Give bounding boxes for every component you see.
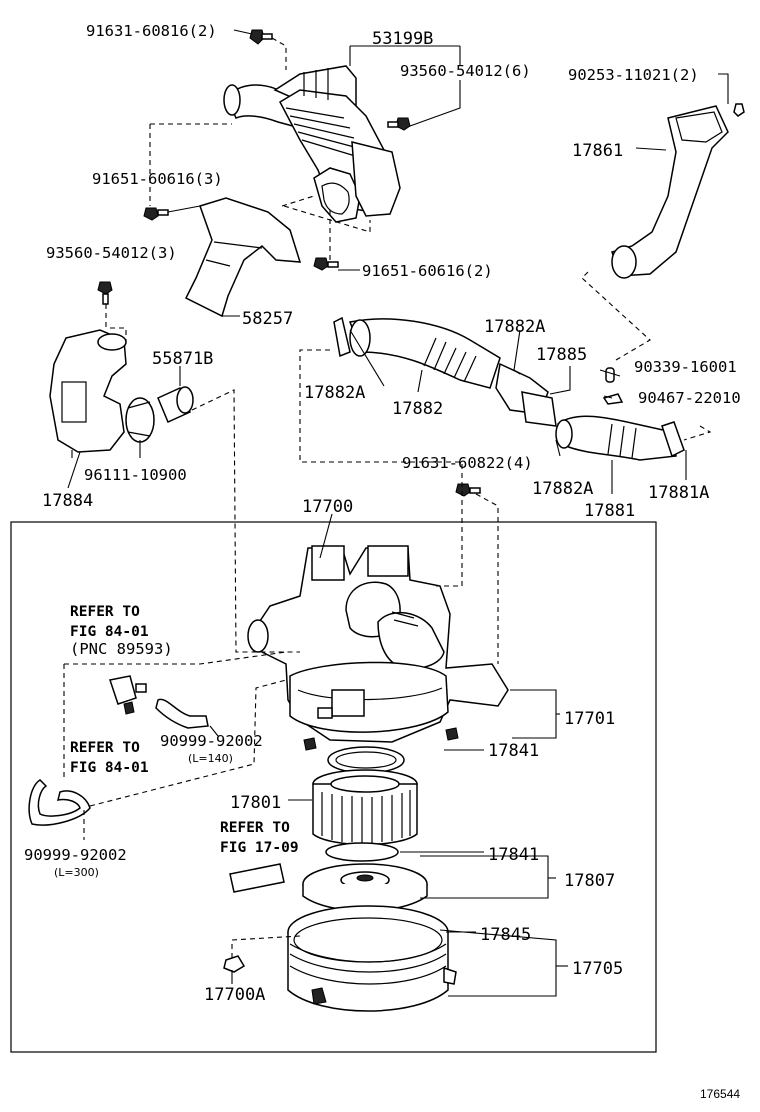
label-17882: 17882 <box>392 399 443 419</box>
label-17701: 17701 <box>564 709 615 729</box>
figure-id: 176544 <box>700 1087 740 1101</box>
label-refer-17-09-2: FIG 17-09 <box>220 840 299 856</box>
label-90467-22010: 90467-22010 <box>638 389 741 407</box>
label-96111-10900: 96111-10900 <box>84 466 187 484</box>
screw-91651-60616-3 <box>143 207 169 221</box>
label-17845: 17845 <box>480 925 531 945</box>
duct-17884 <box>49 329 155 453</box>
label-17881: 17881 <box>584 501 635 521</box>
label-length-140: (L=140) <box>188 752 233 765</box>
clip-90467-22010 <box>602 393 624 405</box>
intake-duct-53199b <box>223 65 401 223</box>
label-17801: 17801 <box>230 793 281 813</box>
label-refer-17-09-1: REFER TO <box>220 820 290 836</box>
label-refer-84-01-a-3: (PNC 89593) <box>70 640 173 658</box>
hose-17881 <box>555 415 685 461</box>
label-refer-84-01-a-1: REFER TO <box>70 604 140 620</box>
label-93560-54012-3: 93560-54012(3) <box>46 244 177 262</box>
label-17807: 17807 <box>564 871 615 891</box>
leader-lines <box>63 29 729 997</box>
label-90999-92002-b: 90999-92002 <box>24 846 127 864</box>
air-cleaner-housing-17701 <box>247 545 509 751</box>
clamp-17845 <box>293 917 443 963</box>
assembly-17700-frame <box>10 521 657 1053</box>
label-17884: 17884 <box>42 491 93 511</box>
gasket-17841-lower <box>325 842 399 862</box>
label-91651-60616-2: 91651-60616(2) <box>362 262 493 280</box>
label-93560-54012-6: 93560-54012(6) <box>400 62 531 80</box>
label-17882a-right: 17882A <box>532 479 593 499</box>
gasket-17841-upper <box>327 746 405 774</box>
label-91651-60616-3: 91651-60616(3) <box>92 170 223 188</box>
label-90999-92002-a: 90999-92002 <box>160 732 263 750</box>
label-17885: 17885 <box>536 345 587 365</box>
filter-element-17801 <box>312 769 418 846</box>
label-17700: 17700 <box>302 497 353 517</box>
screw-93560-54012-3 <box>97 281 113 305</box>
label-refer-84-01-b-2: FIG 84-01 <box>70 760 149 776</box>
vsv-sensor-89593 <box>109 675 147 715</box>
label-refer-84-01-b-1: REFER TO <box>70 740 140 756</box>
plug-90339-16001 <box>605 367 615 383</box>
screw-91631-60816 <box>249 29 273 45</box>
label-length-300: (L=300) <box>54 866 99 879</box>
screw-93560-54012-6 <box>387 117 411 131</box>
screw-91651-60616-2 <box>313 257 339 271</box>
sleeve-55871b <box>157 386 194 424</box>
screw-91631-60822 <box>455 483 481 497</box>
label-55871b: 55871B <box>152 349 213 369</box>
label-17881a: 17881A <box>648 483 709 503</box>
vacuum-hose-90999-92002-l140 <box>155 698 209 729</box>
label-90339-16001: 90339-16001 <box>634 358 737 376</box>
bracket-58257 <box>184 197 302 318</box>
label-17841-b: 17841 <box>488 845 539 865</box>
clip-17700a <box>223 955 246 973</box>
label-17705: 17705 <box>572 959 623 979</box>
label-17882a-left: 17882A <box>304 383 365 403</box>
label-refer-84-01-a-2: FIG 84-01 <box>70 624 149 640</box>
cap-17807 <box>302 863 428 912</box>
label-91631-60822: 91631-60822(4) <box>402 454 533 472</box>
hose-17882 <box>333 316 501 389</box>
label-17841-a: 17841 <box>488 741 539 761</box>
caution-label <box>229 863 285 893</box>
label-90253-11021: 90253-11021(2) <box>568 66 699 84</box>
label-17861: 17861 <box>572 141 623 161</box>
dust-pan-17705 <box>287 905 457 1012</box>
screw-90253-11021 <box>733 103 745 117</box>
vacuum-hose-90999-92002-l300 <box>28 779 91 826</box>
duct-17861 <box>611 105 729 279</box>
part-labels: 91631-60816(2) 53199B 93560-54012(6) 902… <box>24 22 741 1101</box>
label-58257: 58257 <box>242 309 293 329</box>
pipe-17885 <box>495 362 557 427</box>
label-53199b: 53199B <box>372 29 433 49</box>
label-91631-60816: 91631-60816(2) <box>86 22 217 40</box>
label-17700a: 17700A <box>204 985 265 1005</box>
label-17882a-top: 17882A <box>484 317 545 337</box>
